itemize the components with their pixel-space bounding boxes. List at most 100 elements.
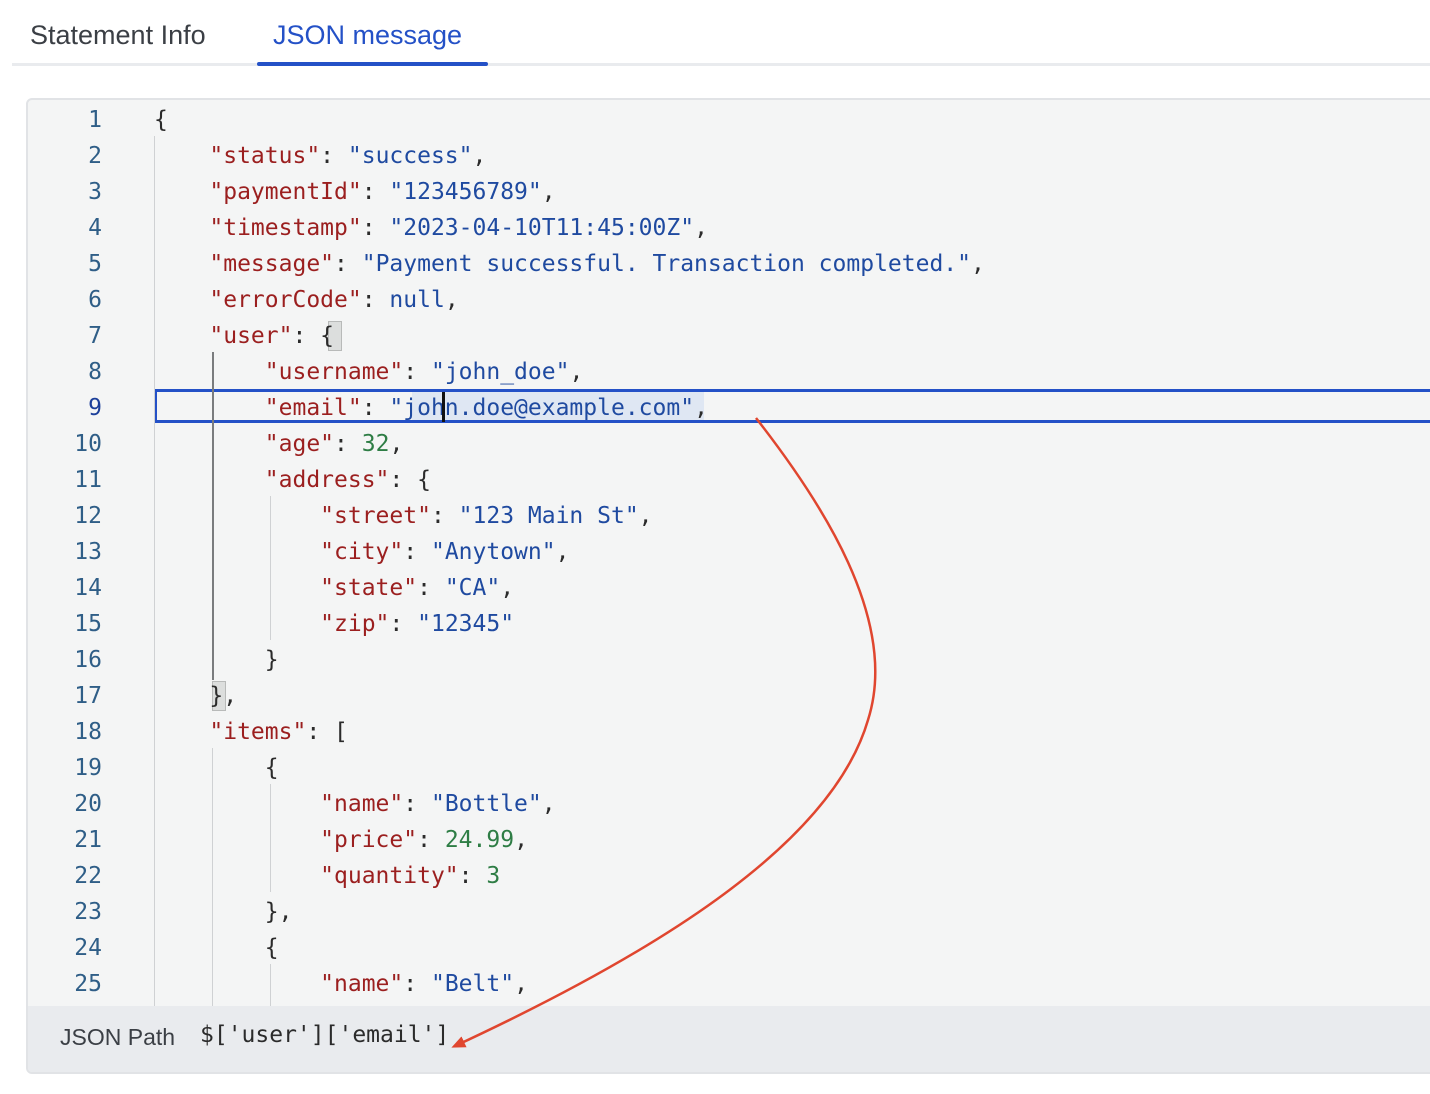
code-token: : (403, 791, 431, 817)
line-code: "street": "123 Main St", (154, 498, 652, 534)
code-line[interactable]: 4 "timestamp": "2023-04-10T11:45:00Z", (28, 210, 1430, 246)
code-line[interactable]: 12 "street": "123 Main St", (28, 498, 1430, 534)
code-area[interactable]: 1{2 "status": "success",3 "paymentId": "… (28, 100, 1430, 1006)
code-line[interactable]: 11 "address": { (28, 462, 1430, 498)
code-token (154, 323, 209, 349)
code-token: "Anytown" (430, 539, 556, 565)
code-token: : (417, 827, 445, 853)
tab-statement-info[interactable]: Statement Info (30, 20, 206, 50)
code-token: : (430, 503, 459, 529)
code-line[interactable]: 13 "city": "Anytown", (28, 534, 1430, 570)
code-token: : (334, 431, 362, 457)
indent-guide-active (212, 352, 214, 680)
line-number: 16 (74, 647, 102, 673)
code-line[interactable]: 22 "quantity": 3 (28, 858, 1430, 894)
line-number: 6 (88, 287, 102, 313)
indent-guide (270, 784, 271, 892)
active-tab-indicator (257, 62, 488, 66)
code-token: "message" (209, 251, 335, 277)
code-token: "john_doe" (430, 359, 570, 385)
line-number: 21 (74, 827, 102, 853)
code-line[interactable]: 2 "status": "success", (28, 138, 1430, 174)
code-line[interactable]: 19 { (28, 750, 1430, 786)
code-token: { (154, 935, 279, 961)
line-code: "timestamp": "2023-04-10T11:45:00Z", (154, 210, 708, 246)
code-line[interactable]: 20 "name": "Bottle", (28, 786, 1430, 822)
json-path-bar: JSON Path $['user']['email'] (28, 1006, 1430, 1072)
code-token: , (514, 827, 528, 853)
line-code: "price": 24.99, (154, 822, 528, 858)
code-line[interactable]: 1{ (28, 102, 1430, 138)
json-path-label: JSON Path (60, 1024, 176, 1050)
code-line[interactable]: 17 }, (28, 678, 1430, 714)
line-number: 17 (74, 683, 102, 709)
code-line[interactable]: 3 "paymentId": "123456789", (28, 174, 1430, 210)
code-token: , (389, 431, 404, 457)
code-token: { (154, 107, 168, 133)
line-code: }, (154, 894, 293, 930)
code-token (154, 359, 265, 385)
code-token (154, 503, 320, 529)
line-code: "quantity": 3 (154, 858, 500, 894)
tab-json-message[interactable]: JSON message (273, 20, 463, 50)
line-code: "name": "Belt", (154, 966, 528, 1002)
line-code: "age": 32, (154, 426, 404, 462)
line-number: 3 (88, 179, 102, 205)
code-token: "123456789" (389, 179, 542, 205)
code-line[interactable]: 18 "items": [ (28, 714, 1430, 750)
code-token: "Bottle" (430, 791, 542, 817)
code-token: "age" (264, 431, 335, 457)
code-token: , (514, 971, 528, 997)
code-token: : (417, 575, 445, 601)
code-token: "Belt" (430, 971, 515, 997)
code-line[interactable]: 8 "username": "john_doe", (28, 354, 1430, 390)
code-line[interactable]: 25 "name": "Belt", (28, 966, 1430, 1002)
code-token: }, (154, 899, 293, 925)
code-token: "timestamp" (209, 215, 362, 241)
line-code: "message": "Payment successful. Transact… (154, 246, 985, 282)
code-token (154, 143, 209, 169)
code-line[interactable]: 5 "message": "Payment successful. Transa… (28, 246, 1430, 282)
code-token: "status" (209, 143, 321, 169)
code-token: : (389, 611, 418, 637)
line-code: "name": "Bottle", (154, 786, 555, 822)
code-token (154, 719, 209, 745)
line-number: 24 (74, 935, 102, 961)
code-token: , (472, 143, 487, 169)
code-line[interactable]: 9 "email": "john.doe@example.com", (28, 390, 1430, 426)
code-token: : (361, 395, 390, 421)
code-token (154, 431, 265, 457)
code-token: , (971, 251, 985, 277)
json-path-value: $['user']['email'] (200, 1022, 450, 1048)
code-token: : (403, 539, 431, 565)
indent-guide (154, 136, 155, 1006)
line-code: "state": "CA", (154, 570, 514, 606)
code-token: "zip" (320, 611, 390, 637)
line-code: { (154, 102, 168, 138)
code-line[interactable]: 23 }, (28, 894, 1430, 930)
json-editor[interactable]: 1{2 "status": "success",3 "paymentId": "… (26, 98, 1430, 1074)
code-line[interactable]: 10 "age": 32, (28, 426, 1430, 462)
line-number: 1 (88, 107, 102, 133)
line-number: 5 (88, 251, 102, 277)
code-token: : (334, 251, 362, 277)
code-token: "2023-04-10T11:45:00Z" (389, 215, 695, 241)
code-token: 24.99 (444, 827, 515, 853)
code-token: "123 Main St" (458, 503, 639, 529)
code-token: : { (292, 323, 335, 349)
code-line[interactable]: 6 "errorCode": null, (28, 282, 1430, 318)
code-token: "street" (320, 503, 431, 529)
code-line[interactable]: 15 "zip": "12345" (28, 606, 1430, 642)
code-token: "12345" (417, 611, 515, 637)
code-token (154, 971, 320, 997)
code-token (154, 827, 320, 853)
code-token: "paymentId" (209, 179, 362, 205)
code-line[interactable]: 21 "price": 24.99, (28, 822, 1430, 858)
code-line[interactable]: 14 "state": "CA", (28, 570, 1430, 606)
code-token: : (361, 287, 390, 313)
line-number: 12 (74, 503, 102, 529)
text-selection (412, 392, 704, 422)
code-line[interactable]: 24 { (28, 930, 1430, 966)
code-line[interactable]: 16 } (28, 642, 1430, 678)
code-line[interactable]: 7 "user": { (28, 318, 1430, 354)
